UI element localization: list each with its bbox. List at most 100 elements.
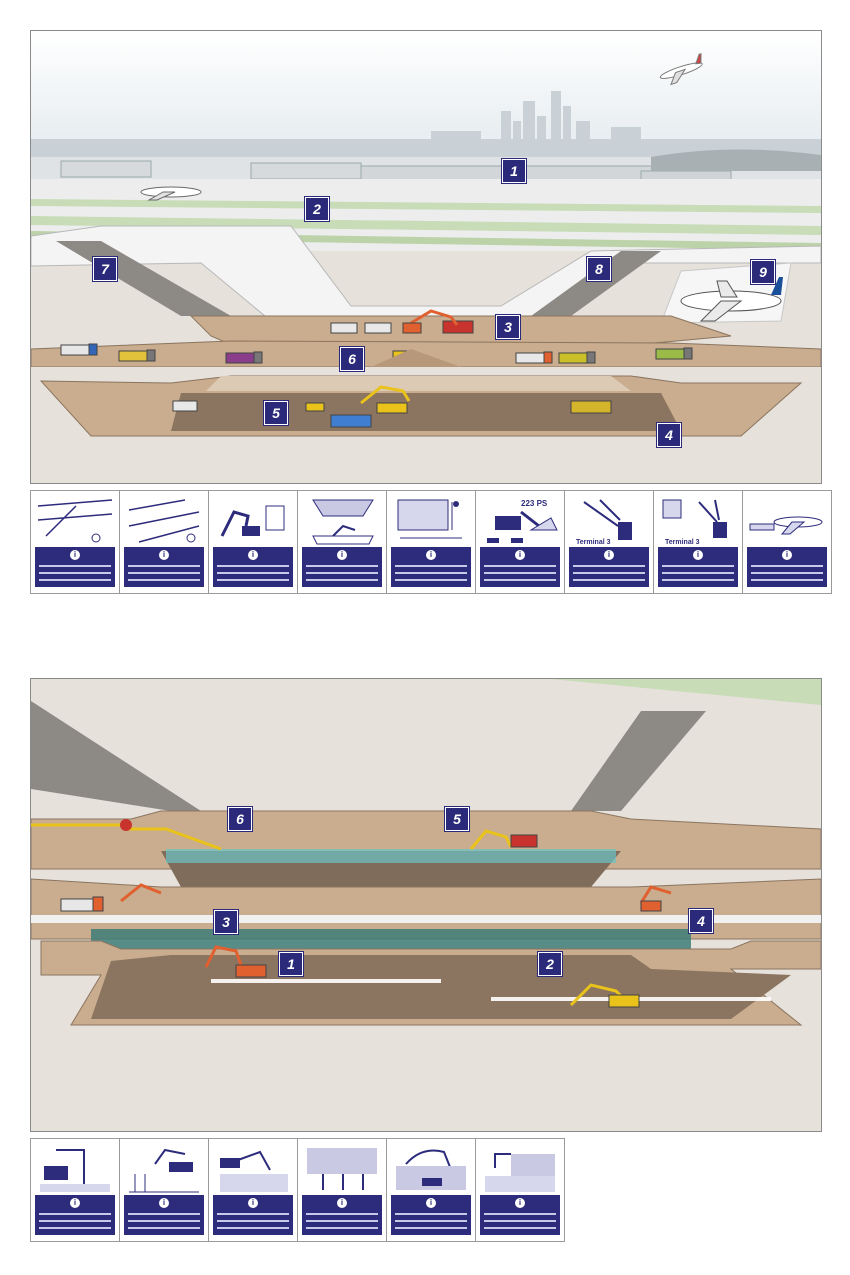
marker-9[interactable]: 9 xyxy=(751,260,775,284)
info-box: i xyxy=(302,1195,382,1235)
truck-icon xyxy=(60,320,693,428)
info-box: i xyxy=(747,547,827,587)
info-card[interactable]: i xyxy=(119,490,209,594)
card-label: 223 PS xyxy=(521,499,548,508)
info-box: i xyxy=(569,547,649,587)
info-card[interactable]: i xyxy=(297,1138,387,1242)
info-icon: i xyxy=(337,550,347,560)
info-icon: i xyxy=(782,550,792,560)
info-box: i xyxy=(35,547,115,587)
top-scene: 1 2 3 4 5 6 7 8 9 xyxy=(30,30,822,484)
marker-6[interactable]: 6 xyxy=(228,807,252,831)
top-scene-illustration xyxy=(31,31,821,483)
marker-3[interactable]: 3 xyxy=(496,315,520,339)
info-card[interactable]: i xyxy=(742,490,832,594)
info-box: i xyxy=(480,547,560,587)
city-skyline xyxy=(31,91,821,161)
info-box: i xyxy=(124,547,204,587)
info-card[interactable]: Terminal 3 i xyxy=(653,490,743,594)
pier-left-cut xyxy=(31,701,201,811)
marker-2[interactable]: 2 xyxy=(305,197,329,221)
info-icon: i xyxy=(515,1198,525,1208)
marker-5[interactable]: 5 xyxy=(264,401,288,425)
info-icon: i xyxy=(248,1198,258,1208)
grass-corner xyxy=(551,679,821,705)
info-icon: i xyxy=(426,550,436,560)
info-box: i xyxy=(35,1195,115,1235)
info-card[interactable]: i xyxy=(386,1138,476,1242)
hangar xyxy=(651,149,821,171)
pier-right-cut xyxy=(571,711,706,811)
marker-1[interactable]: 1 xyxy=(502,159,526,183)
marker-2[interactable]: 2 xyxy=(538,952,562,976)
bulldozer-icon: 223 PS xyxy=(487,499,558,543)
info-card[interactable]: i xyxy=(297,490,387,594)
retaining-wall xyxy=(166,849,616,863)
bottom-scene-illustration xyxy=(31,679,821,1131)
card-label: Terminal 3 xyxy=(576,539,611,546)
map-icon xyxy=(37,499,113,543)
pump-icon xyxy=(120,819,132,831)
pier-icon: Terminal 3 xyxy=(576,499,632,546)
card-label: Terminal 3 xyxy=(665,539,700,546)
info-icon: i xyxy=(337,1198,347,1208)
excavator-icon xyxy=(220,1150,288,1192)
pier-8-cut xyxy=(531,251,661,316)
marker-4[interactable]: 4 xyxy=(689,909,713,933)
marker-5[interactable]: 5 xyxy=(445,807,469,831)
pier-outline xyxy=(31,225,821,322)
marker-3[interactable]: 3 xyxy=(214,910,238,934)
drill-rig-icon xyxy=(40,1149,110,1192)
grass-strip xyxy=(31,199,821,213)
info-icon: i xyxy=(604,550,614,560)
info-icon: i xyxy=(70,550,80,560)
info-box: i xyxy=(391,547,471,587)
dig-depth-icon xyxy=(397,499,462,539)
bottom-scene: 1 2 3 4 5 6 xyxy=(30,678,822,1132)
info-card[interactable]: i xyxy=(386,490,476,594)
info-box: i xyxy=(658,547,738,587)
info-card[interactable]: i xyxy=(30,490,120,594)
info-card[interactable]: i xyxy=(30,1138,120,1242)
info-icon: i xyxy=(515,550,525,560)
airplane-sky-icon xyxy=(659,53,703,86)
runway-icon xyxy=(128,499,200,543)
anchor-icon xyxy=(307,1148,377,1190)
a380-icon xyxy=(680,277,783,322)
airplane-icon xyxy=(749,516,823,535)
info-card[interactable]: 223 PS i xyxy=(475,490,565,594)
groundwater-wall xyxy=(91,929,691,951)
marker-7[interactable]: 7 xyxy=(93,257,117,281)
excavator-icon xyxy=(220,505,285,537)
drill-rig-icon xyxy=(129,1148,199,1193)
info-card[interactable]: i xyxy=(475,1138,565,1242)
info-card[interactable]: i xyxy=(119,1138,209,1242)
marker-4[interactable]: 4 xyxy=(657,423,681,447)
earth-pile xyxy=(371,349,461,367)
crane-icon xyxy=(396,1149,466,1190)
info-icon: i xyxy=(70,1198,80,1208)
info-card[interactable]: i xyxy=(208,1138,298,1242)
airplane-taxi-icon xyxy=(140,186,202,201)
info-box: i xyxy=(302,547,382,587)
pump-icon xyxy=(485,1153,555,1192)
pit-floor xyxy=(171,393,681,431)
excavation-volume-icon xyxy=(312,499,374,545)
marker-6[interactable]: 6 xyxy=(340,347,364,371)
info-card[interactable]: Terminal 3 i xyxy=(564,490,654,594)
info-box: i xyxy=(213,1195,293,1235)
info-icon: i xyxy=(426,1198,436,1208)
marker-8[interactable]: 8 xyxy=(587,257,611,281)
info-box: i xyxy=(124,1195,204,1235)
info-box: i xyxy=(391,1195,471,1235)
info-icon: i xyxy=(159,1198,169,1208)
info-card[interactable]: i xyxy=(208,490,298,594)
pier-plan-icon: Terminal 3 xyxy=(662,499,727,546)
excavator-icon xyxy=(60,829,672,1008)
info-icon: i xyxy=(159,550,169,560)
track-line xyxy=(31,915,821,923)
marker-1[interactable]: 1 xyxy=(279,952,303,976)
info-icon: i xyxy=(248,550,258,560)
info-box: i xyxy=(480,1195,560,1235)
info-icon: i xyxy=(693,550,703,560)
